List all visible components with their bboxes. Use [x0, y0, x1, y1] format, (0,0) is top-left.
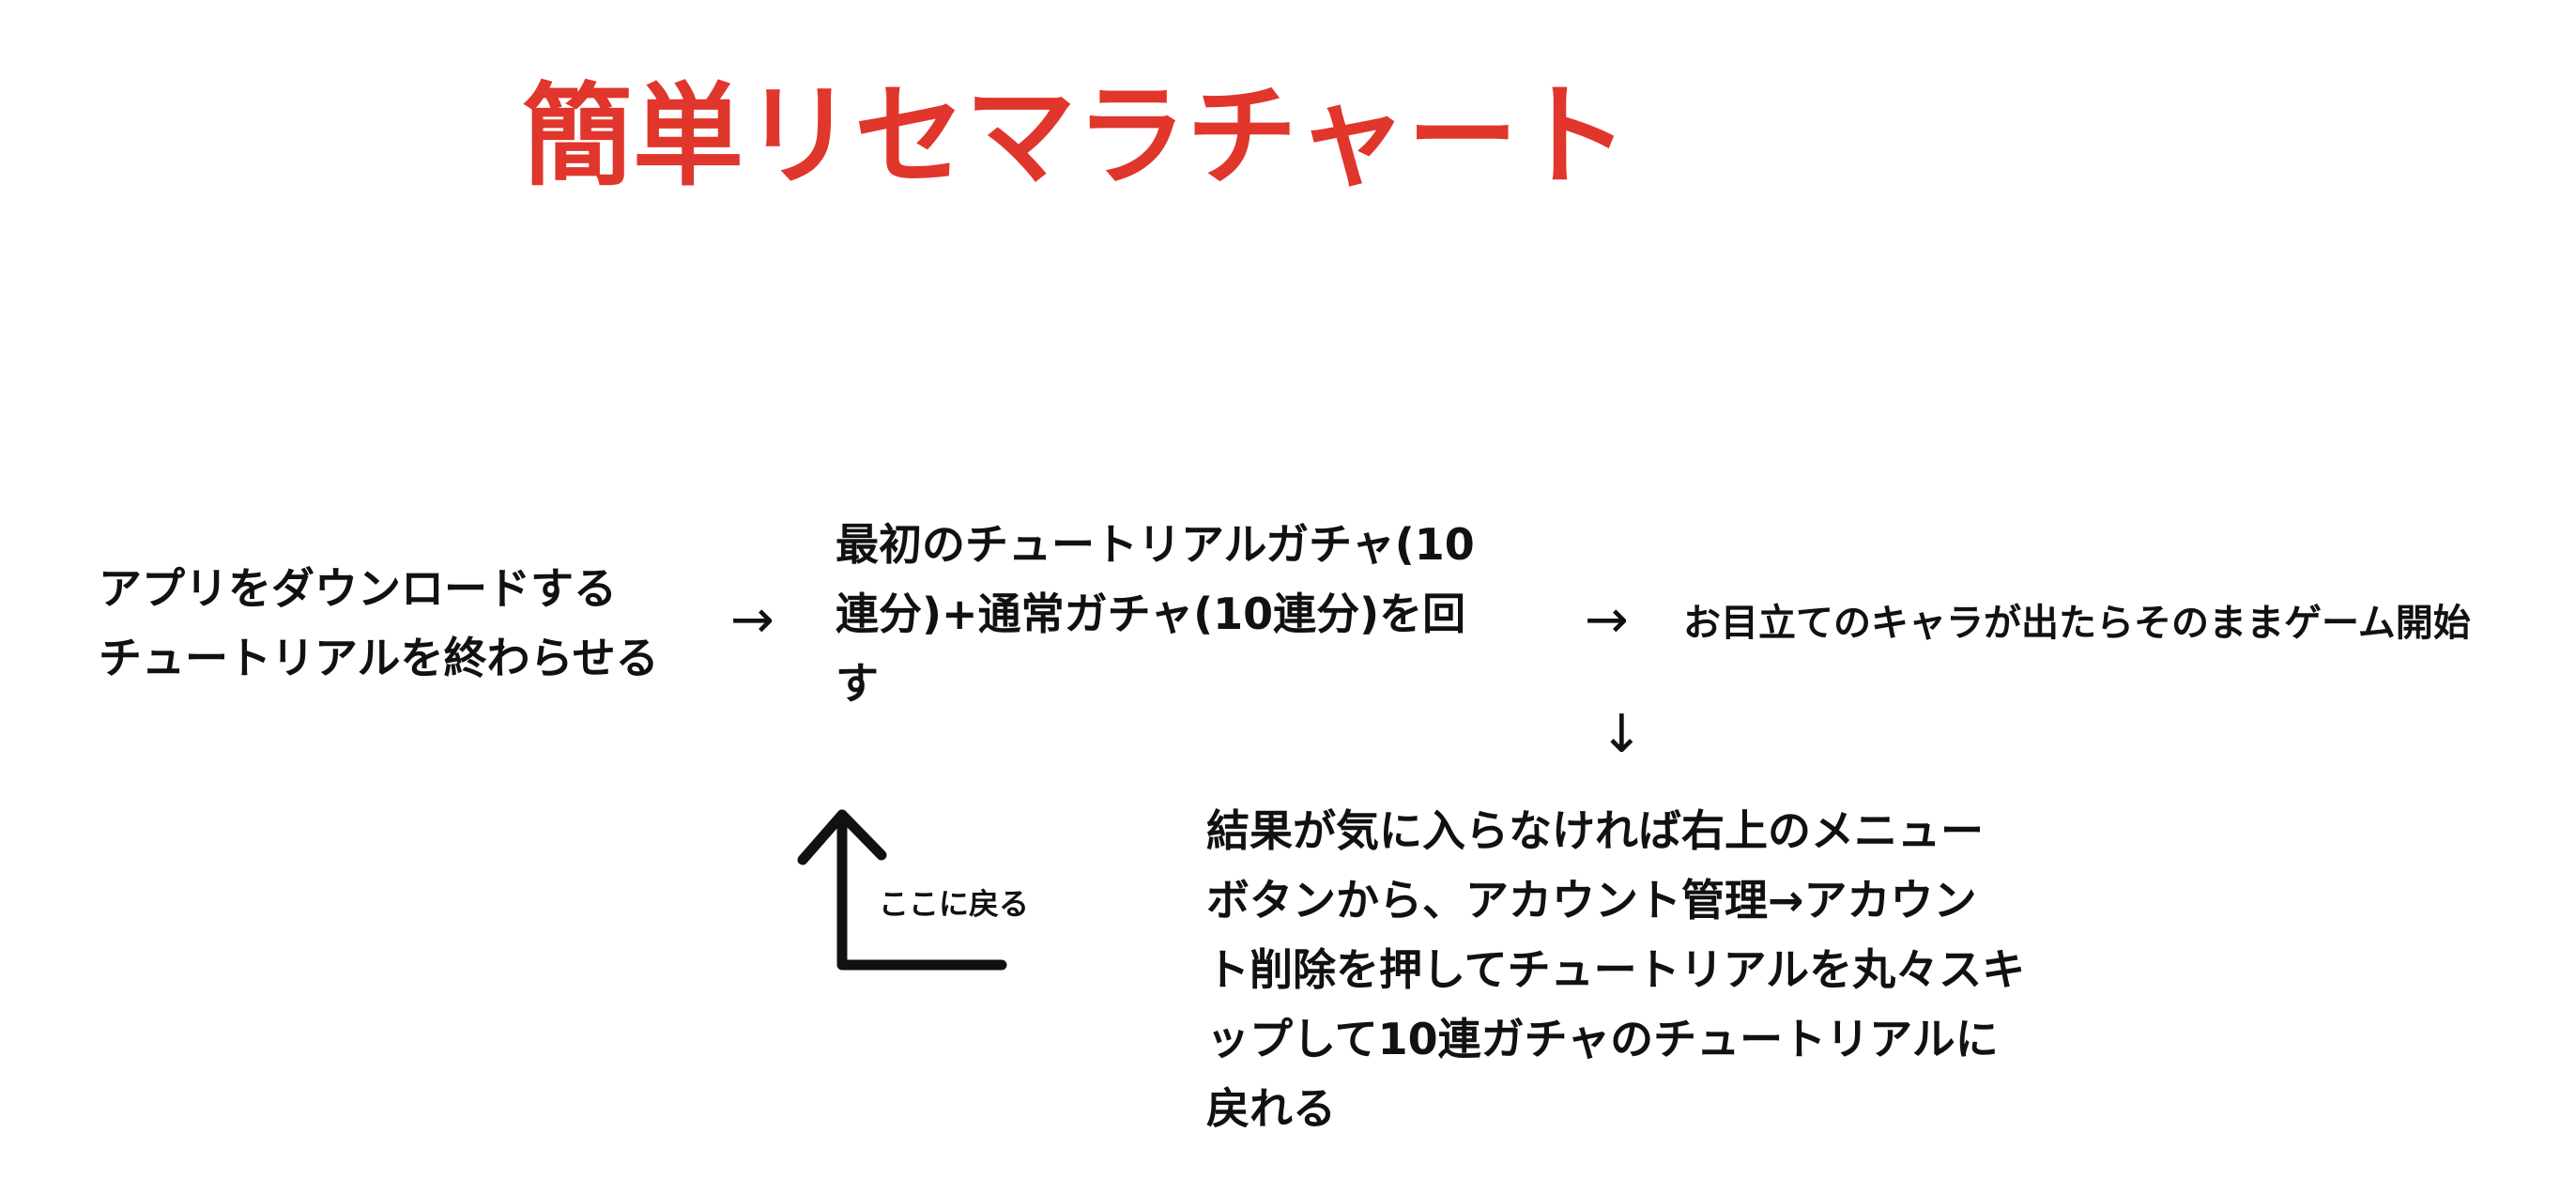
- step-gacha: 最初のチュートリアルガチャ(10 連分)+通常ガチャ(10連分)を回 す: [836, 510, 1549, 718]
- step-retry: 結果が気に入らなければ右上のメニュー ボタンから、アカウント管理→アカウン ト削…: [1206, 796, 2093, 1143]
- chart-title: 簡単リセマラチャート: [522, 71, 1629, 201]
- right-arrow-icon: →: [730, 589, 774, 650]
- step-download: アプリをダウンロードする チュートリアルを終わらせる: [99, 554, 756, 693]
- step-download-line-2: チュートリアルを終わらせる: [99, 633, 659, 683]
- step-start-game: お目立てのキャラが出たらそのままゲーム開始: [1683, 602, 2471, 645]
- step-retry-line-5: 戻れる: [1206, 1083, 1336, 1134]
- corner-up-arrow-icon: [797, 809, 1007, 971]
- step-gacha-line-1: 最初のチュートリアルガチャ(10: [836, 519, 1475, 570]
- down-arrow-icon: ↓: [1600, 704, 1644, 765]
- loop-back-label: ここに戻る: [879, 886, 1030, 922]
- right-arrow-icon: →: [1585, 589, 1629, 650]
- step-retry-line-4: ップして10連ガチャのチュートリアルに: [1206, 1014, 1999, 1064]
- step-gacha-line-3: す: [836, 658, 879, 709]
- step-download-line-1: アプリをダウンロードする: [99, 563, 617, 614]
- step-retry-line-1: 結果が気に入らなければ右上のメニュー: [1206, 805, 1984, 856]
- step-retry-line-3: ト削除を押してチュートリアルを丸々スキ: [1206, 944, 2026, 995]
- step-gacha-line-2: 連分)+通常ガチャ(10連分)を回: [836, 589, 1466, 639]
- step-retry-line-2: ボタンから、アカウント管理→アカウン: [1206, 875, 1977, 926]
